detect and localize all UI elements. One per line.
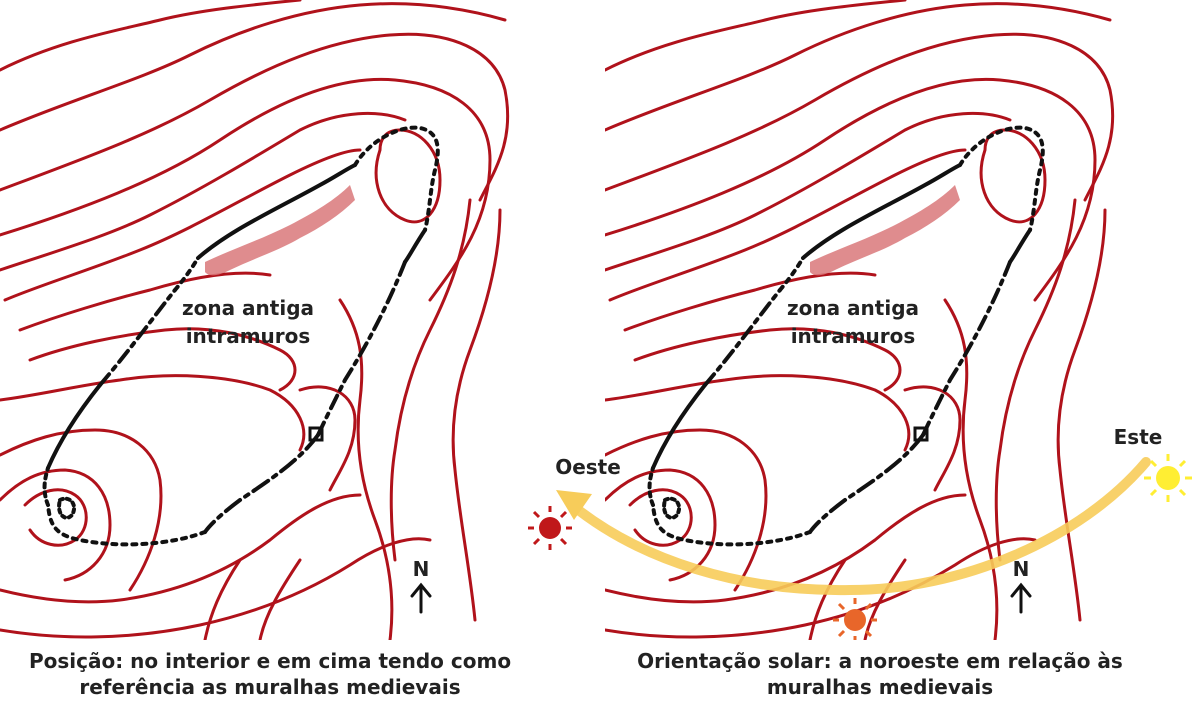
north-label: N: [1013, 557, 1030, 581]
wall-dashdot: [703, 288, 782, 387]
contour-line: [0, 493, 362, 604]
tower: [913, 426, 929, 442]
contour-line: [0, 374, 306, 452]
contour-line: [0, 537, 432, 639]
caption-left-line2: referência as muralhas medievais: [79, 675, 461, 699]
contour-line: [605, 32, 1115, 202]
contour-line: [605, 112, 1012, 272]
contour-line: [0, 77, 492, 302]
contour-line: [1056, 208, 1107, 622]
contour-line: [605, 428, 768, 592]
contour-line: [903, 385, 962, 492]
sun-west-icon: [528, 506, 572, 550]
wall-dashdot: [203, 433, 320, 534]
medieval-walls: [647, 125, 1045, 547]
wall-dotted: [662, 496, 682, 520]
medieval-walls: [42, 125, 440, 547]
caption-right: Orientação solar: a noroeste em relação …: [600, 648, 1160, 700]
caption-right-line1: Orientação solar: a noroeste em relação …: [637, 649, 1123, 673]
wall-dotted: [173, 256, 200, 292]
contour-line: [0, 32, 510, 202]
contour-line: [18, 271, 272, 332]
tower: [308, 426, 324, 442]
contour-line: [258, 558, 302, 640]
old-zone-area: [205, 185, 355, 276]
sun-path-arrowhead-icon: [556, 490, 592, 520]
contour-line: [0, 428, 163, 592]
contour-line: [979, 128, 1047, 224]
contour-line: [374, 128, 442, 224]
contour-line: [23, 488, 88, 547]
wall-solid: [403, 228, 427, 264]
contour-line: [605, 374, 911, 452]
zone-label-line1: zona antiga: [182, 296, 314, 320]
contour-line: [605, 77, 1097, 302]
contour-line: [608, 148, 967, 302]
map-left: zona antiga intramuros N: [0, 0, 520, 640]
contour-line: [605, 468, 717, 582]
wall-dashdot: [98, 288, 177, 387]
wall-dotted: [46, 503, 207, 547]
contour-line: [389, 198, 472, 562]
contour-line: [203, 558, 242, 640]
north-arrow-icon: [1010, 582, 1032, 614]
caption-right-line2: muralhas medievais: [766, 675, 994, 699]
contour-line: [451, 208, 502, 622]
contour-line: [605, 0, 907, 72]
wall-solid: [801, 163, 962, 260]
contour-line: [28, 327, 297, 392]
wall-solid: [46, 383, 102, 470]
contour-line: [605, 2, 1112, 132]
wall-dashdot: [921, 260, 1012, 437]
old-zone-area: [810, 185, 960, 276]
contour-line: [0, 112, 407, 272]
wall-solid: [651, 383, 707, 470]
map-right: zona antiga intramuros N: [605, 0, 1125, 640]
contour-line: [298, 385, 357, 492]
wall-dotted: [647, 466, 655, 507]
contour-lines: [0, 0, 510, 640]
wall-dotted: [651, 503, 812, 547]
contour-line: [0, 0, 302, 72]
contour-line: [808, 558, 847, 640]
contour-line: [605, 537, 1037, 639]
contour-line: [338, 298, 394, 640]
caption-left: Posição: no interior e em cima tendo com…: [0, 648, 550, 700]
contour-line: [623, 271, 877, 332]
sun-east-icon: [1144, 454, 1192, 502]
caption-left-line1: Posição: no interior e em cima tendo com…: [28, 649, 512, 673]
wall-dotted: [42, 466, 50, 507]
contour-line: [633, 327, 902, 392]
zone-label-line1: zona antiga: [787, 296, 919, 320]
contour-line: [943, 298, 999, 640]
north-arrow-icon: [410, 582, 432, 614]
north-label: N: [413, 557, 430, 581]
wall-dotted: [57, 496, 77, 520]
contour-line: [605, 493, 967, 604]
contour-line: [628, 488, 693, 547]
map-left-svg: zona antiga intramuros N: [0, 0, 510, 640]
wall-solid: [196, 163, 357, 260]
wall-solid: [1008, 228, 1032, 264]
contour-line: [3, 148, 362, 302]
contour-line: [0, 2, 507, 132]
map-right-svg: zona antiga intramuros N: [605, 0, 1115, 640]
zone-label-line2: intramuros: [791, 324, 916, 348]
contour-lines: [605, 0, 1115, 640]
wall-dotted: [778, 256, 805, 292]
zone-label-line2: intramuros: [186, 324, 311, 348]
contour-line: [0, 468, 112, 582]
wall-dashdot: [316, 260, 407, 437]
